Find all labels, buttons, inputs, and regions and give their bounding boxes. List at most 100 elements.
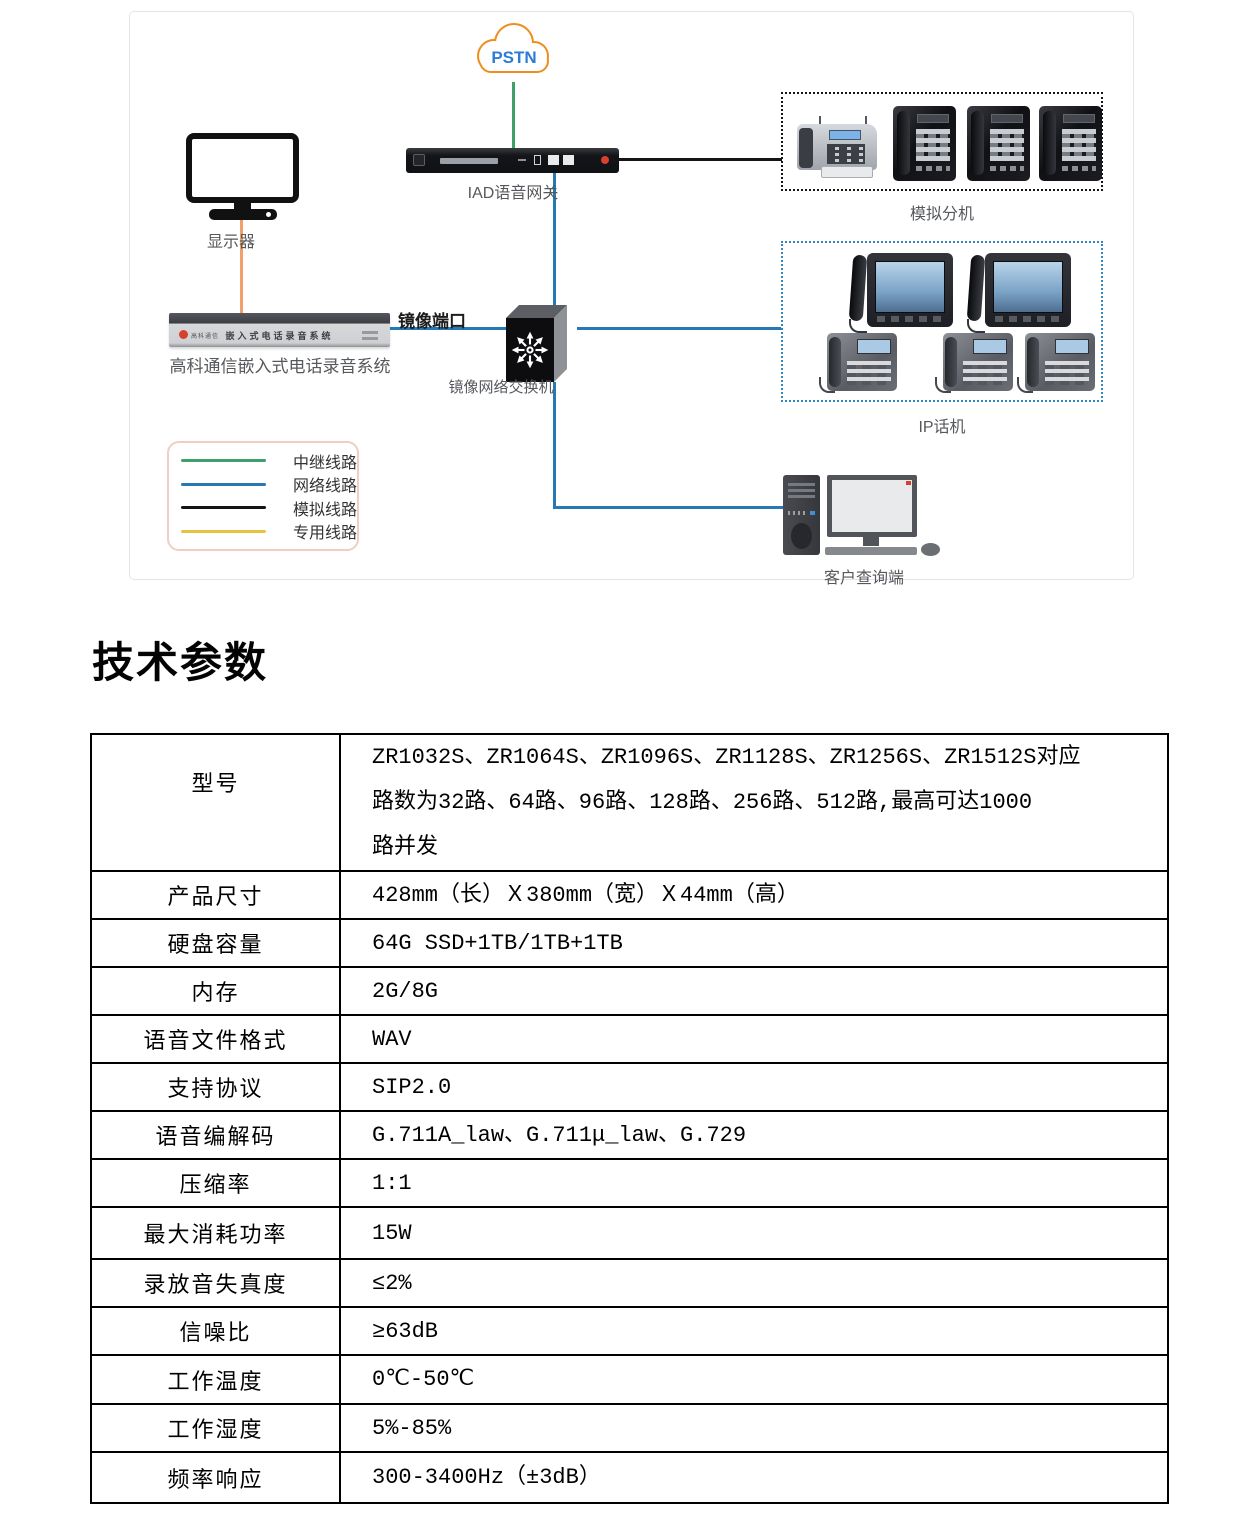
legend: 中继线路 网络线路 模拟线路 专用线路 bbox=[167, 441, 359, 551]
table-row: 内存 2G/8G bbox=[90, 966, 1169, 1016]
spec-value: 2G/8G bbox=[339, 966, 1169, 1016]
spec-value: 5%-85% bbox=[339, 1403, 1169, 1453]
monitor-label: 显示器 bbox=[206, 234, 256, 251]
spec-label: 产品尺寸 bbox=[90, 870, 341, 920]
customer-pc-icon bbox=[775, 467, 945, 567]
gateway-label: IAD语音网关 bbox=[467, 185, 559, 202]
legend-row: 网络线路 bbox=[169, 474, 357, 495]
table-row: 录放音失真度 ≤2% bbox=[90, 1258, 1169, 1308]
spec-label: 工作温度 bbox=[90, 1354, 341, 1405]
table-row: 压缩率 1:1 bbox=[90, 1158, 1169, 1208]
spec-value: ≤2% bbox=[339, 1258, 1169, 1308]
pc-label: 客户查询端 bbox=[823, 570, 905, 587]
spec-value: G.711A_law、G.711μ_law、G.729 bbox=[339, 1110, 1169, 1160]
gateway-logo bbox=[601, 156, 609, 164]
spec-value: 1:1 bbox=[339, 1158, 1169, 1208]
gateway-port bbox=[548, 155, 559, 165]
legend-label: 中继线路 bbox=[293, 454, 358, 472]
analog-extensions-box bbox=[781, 92, 1103, 191]
pc-tower bbox=[783, 475, 820, 555]
spec-value: WAV bbox=[339, 1014, 1169, 1064]
legend-line-dedicated bbox=[181, 529, 266, 533]
spec-value: 15W bbox=[339, 1206, 1169, 1260]
spec-label: 录放音失真度 bbox=[90, 1258, 341, 1308]
table-row: 硬盘容量 64G SSD+1TB/1TB+1TB bbox=[90, 918, 1169, 968]
section-title: 技术参数 bbox=[92, 641, 269, 687]
spec-label: 工作湿度 bbox=[90, 1403, 341, 1453]
legend-line-analog bbox=[181, 506, 266, 510]
table-row: 工作湿度 5%-85% bbox=[90, 1403, 1169, 1453]
legend-row: 专用线路 bbox=[169, 521, 358, 543]
spec-label: 语音文件格式 bbox=[90, 1014, 341, 1064]
video-phone-icon bbox=[845, 249, 955, 339]
mirror-switch-icon bbox=[506, 305, 567, 382]
spec-label: 内存 bbox=[90, 966, 341, 1016]
spec-value: 300-3400Hz（±3dB） bbox=[339, 1451, 1169, 1504]
gateway-led bbox=[518, 159, 526, 161]
topology-diagram: PSTN IAD语音网关 bbox=[129, 11, 1134, 587]
recorder-brand: 高科通信 bbox=[191, 334, 220, 340]
analog-phone-icon bbox=[967, 106, 1030, 181]
fax-machine-icon bbox=[793, 116, 879, 180]
spec-label: 压缩率 bbox=[90, 1158, 341, 1208]
ip-phone-icon bbox=[929, 329, 1015, 399]
iad-gateway-device bbox=[406, 148, 619, 173]
legend-label: 专用线路 bbox=[293, 525, 358, 543]
spec-label: 语音编解码 bbox=[90, 1110, 341, 1160]
ip-phone-icon bbox=[1011, 329, 1097, 399]
spec-label: 信噪比 bbox=[90, 1306, 341, 1356]
analog-line bbox=[619, 158, 782, 161]
gateway-port bbox=[563, 155, 574, 165]
spec-value: ≥63dB bbox=[339, 1306, 1169, 1356]
analog-box-label: 模拟分机 bbox=[909, 206, 975, 223]
spec-label: 支持协议 bbox=[90, 1062, 341, 1112]
ip-phones-box bbox=[781, 241, 1103, 402]
table-row: 产品尺寸 428mm（长）Ｘ380mm（宽）Ｘ44mm（高） bbox=[90, 870, 1169, 920]
spec-label: 型号 bbox=[90, 733, 341, 872]
spec-value: 0℃-50℃ bbox=[339, 1354, 1169, 1405]
gateway-port bbox=[534, 155, 541, 165]
network-line-rec-switch bbox=[389, 327, 507, 330]
table-row: 频率响应 300-3400Hz（±3dB） bbox=[90, 1451, 1169, 1504]
monitor-link-line bbox=[240, 219, 243, 314]
legend-line-trunk bbox=[181, 459, 266, 463]
pstn-label: PSTN bbox=[491, 48, 536, 67]
recorder-device: 高科通信 嵌入式电话录音系统 bbox=[169, 313, 390, 347]
ip-phone-icon bbox=[813, 329, 899, 399]
legend-row: 中继线路 bbox=[169, 451, 358, 472]
spec-label: 频率响应 bbox=[90, 1451, 341, 1504]
mirror-port-label: 镜像端口 bbox=[398, 312, 466, 331]
spec-label: 最大消耗功率 bbox=[90, 1206, 341, 1260]
analog-phone-icon bbox=[893, 106, 956, 181]
pc-mouse bbox=[921, 543, 940, 556]
table-row: 语音编解码 G.711A_law、G.711μ_law、G.729 bbox=[90, 1110, 1169, 1160]
legend-line-network bbox=[181, 482, 266, 486]
gateway-slot bbox=[440, 158, 498, 164]
analog-phone-icon bbox=[1039, 106, 1102, 181]
network-line-to-pc bbox=[553, 506, 784, 509]
monitor-base bbox=[209, 209, 277, 220]
table-row: 最大消耗功率 15W bbox=[90, 1206, 1169, 1260]
recorder-logo bbox=[179, 330, 188, 339]
pstn-cloud-icon: PSTN bbox=[477, 23, 549, 73]
spec-table: 型号 ZR1032S、ZR1064S、ZR1096S、ZR1128S、ZR125… bbox=[90, 733, 1169, 1504]
spec-value: ZR1032S、ZR1064S、ZR1096S、ZR1128S、ZR1256S、… bbox=[339, 733, 1169, 872]
pc-keyboard bbox=[825, 547, 917, 555]
network-line-switch-ip bbox=[577, 327, 781, 330]
switch-label: 镜像网络交换机 bbox=[448, 379, 554, 396]
trunk-line bbox=[512, 82, 515, 149]
network-line-gw-switch bbox=[553, 172, 556, 308]
recorder-label: 高科通信嵌入式电话录音系统 bbox=[169, 357, 391, 376]
spec-label: 硬盘容量 bbox=[90, 918, 341, 968]
table-row: 信噪比 ≥63dB bbox=[90, 1306, 1169, 1356]
video-phone-icon bbox=[963, 249, 1073, 339]
legend-label: 模拟线路 bbox=[293, 501, 358, 519]
monitor-icon bbox=[186, 133, 299, 203]
spec-value: 428mm（长）Ｘ380mm（宽）Ｘ44mm（高） bbox=[339, 870, 1169, 920]
monitor-stand bbox=[234, 202, 251, 211]
spec-value: 64G SSD+1TB/1TB+1TB bbox=[339, 918, 1169, 968]
legend-row: 模拟线路 bbox=[169, 498, 358, 519]
table-row: 型号 ZR1032S、ZR1064S、ZR1096S、ZR1128S、ZR125… bbox=[90, 733, 1169, 872]
table-row: 语音文件格式 WAV bbox=[90, 1014, 1169, 1064]
